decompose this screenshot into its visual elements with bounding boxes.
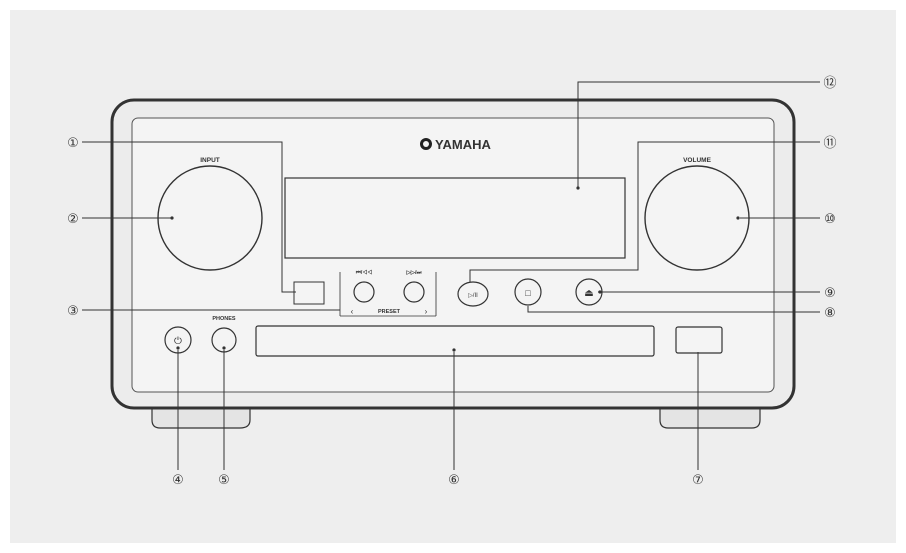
stop-button[interactable] xyxy=(514,278,542,306)
callout-leader-dots xyxy=(170,186,740,352)
play-pause-symbol: ▷/II xyxy=(468,293,478,299)
yamaha-logo: YAMAHA xyxy=(420,137,491,152)
callout-5: ⑤ xyxy=(218,473,230,488)
preset-left-button[interactable] xyxy=(353,281,375,303)
play-pause-button[interactable] xyxy=(457,281,489,307)
callout-4-number: ④ xyxy=(172,473,184,488)
callout-6-number: ⑥ xyxy=(448,473,460,488)
preset-right-button[interactable] xyxy=(403,281,425,303)
callout-7-number: ⑦ xyxy=(692,473,704,488)
callout-10-number: ⑩ xyxy=(824,212,836,227)
preset-left-symbol: ‹ xyxy=(351,307,354,316)
eject-symbol: ⏏ xyxy=(584,288,593,299)
callout-8: ⑧ xyxy=(824,306,836,321)
preset-right-button-caption: ▷▷/⏭ xyxy=(406,269,422,276)
callout-10: ⑩ xyxy=(824,212,836,227)
callout-11: ⑪ xyxy=(823,136,836,151)
callout-2-number: ② xyxy=(67,212,79,227)
callout-4: ④ xyxy=(172,473,184,488)
usb-port[interactable] xyxy=(675,326,723,354)
callout-leader-lines xyxy=(82,81,820,470)
callout-6: ⑥ xyxy=(448,473,460,488)
preset-label: PRESET xyxy=(378,309,401,315)
stop-symbol: □ xyxy=(525,288,531,298)
volume-knob-label: VOLUME xyxy=(683,157,711,164)
callout-11-number: ⑪ xyxy=(823,136,836,151)
right-foot xyxy=(659,405,761,429)
input-knob-label: INPUT xyxy=(200,157,220,164)
callout-8-number: ⑧ xyxy=(824,306,836,321)
callout-3: ③ xyxy=(67,304,79,319)
callout-numbers: ① ② ③ ④ ⑤ ⑥ ⑦ ⑧ ⑨ ⑩ ⑪ ⑫ xyxy=(67,76,836,488)
disc-slot[interactable] xyxy=(255,325,655,357)
callout-9: ⑨ xyxy=(824,286,836,301)
power-icon: ⏻ xyxy=(174,336,182,347)
input-knob[interactable] xyxy=(157,165,263,271)
front-display xyxy=(284,177,626,259)
callout-12: ⑫ xyxy=(823,76,836,91)
brand-name: YAMAHA xyxy=(435,137,491,152)
callout-5-number: ⑤ xyxy=(218,473,230,488)
preset-left-button-caption: ⏮/◁◁ xyxy=(356,269,372,276)
callout-12-number: ⑫ xyxy=(823,76,836,91)
preset-group-frame xyxy=(339,272,437,317)
callout-9-number: ⑨ xyxy=(824,286,836,301)
left-foot xyxy=(151,405,251,429)
phones-label: PHONES xyxy=(212,316,236,322)
volume-knob[interactable] xyxy=(644,165,750,271)
callout-1: ① xyxy=(67,136,79,151)
callout-1-number: ① xyxy=(67,136,79,151)
callout-7: ⑦ xyxy=(692,473,704,488)
preset-right-symbol: › xyxy=(425,307,428,316)
callout-3-number: ③ xyxy=(67,304,79,319)
remote-sensor xyxy=(293,281,325,305)
callout-2: ② xyxy=(67,212,79,227)
